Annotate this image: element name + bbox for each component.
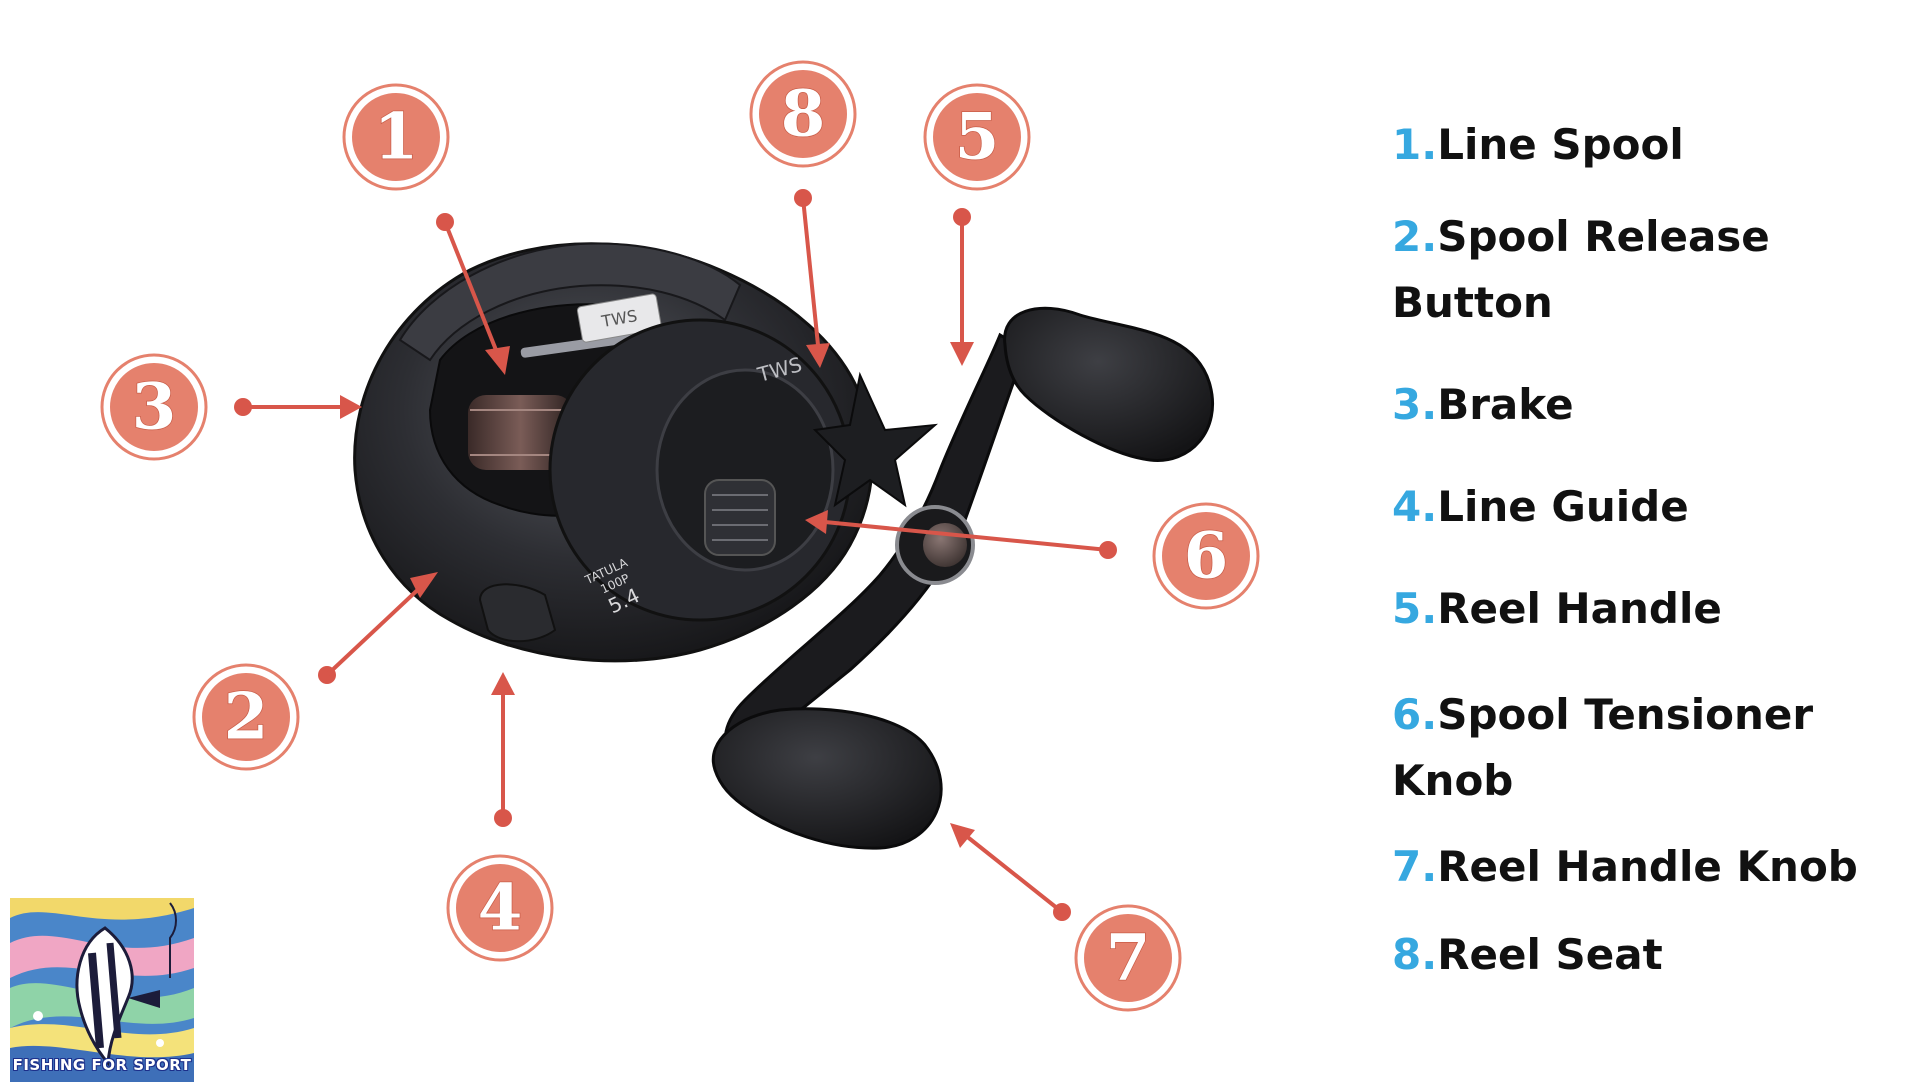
lower-handle-knob [711,707,943,850]
fishing-for-sport-logo: FISHING FOR SPORT [10,898,194,1082]
line-spool [468,395,573,470]
drag-star [812,371,939,508]
badge-number: 8 [781,77,826,152]
badge-number: 1 [374,100,419,175]
badge-number: 2 [224,680,269,755]
badge-number: 3 [132,370,177,445]
badge-1: 1 [342,83,450,191]
badge-number: 6 [1184,519,1229,594]
legend-item-reel-handle-knob: 7.Reel Handle Knob [1392,842,1858,891]
badge-number: 5 [955,100,1000,175]
legend-item-reel-seat: 8.Reel Seat [1392,930,1663,979]
number-badges: 1 2 3 4 5 6 7 [100,60,1260,1012]
reel-frame-top [398,242,742,362]
legend-item-reel-handle: 5.Reel Handle [1392,584,1722,633]
legend-number: 7 [1392,842,1422,891]
spool-release-button [478,583,557,643]
leader-8 [794,189,830,368]
legend-label: Spool Tensioner Knob [1392,690,1814,805]
legend-number: 1 [1392,120,1422,169]
legend-number: 5 [1392,584,1422,633]
legend-item-spool-release-button: 2.Spool Release Button [1392,212,1770,327]
badge-3: 3 [100,353,208,461]
upper-handle-knob [1003,306,1214,462]
legend-item-line-guide: 4.Line Guide [1392,482,1689,531]
legend-label: Reel Handle Knob [1437,842,1858,891]
legend-number: 6 [1392,690,1422,739]
logo-artwork [10,898,194,1082]
spool-tensioner-knob [704,479,776,556]
leader-7 [950,823,1071,921]
legend-number: 3 [1392,380,1422,429]
leader-6 [805,510,1117,559]
badge-6: 6 [1152,502,1260,610]
badge-5: 5 [923,83,1031,191]
logo-text: FISHING FOR SPORT [12,1056,192,1074]
leader-1 [436,213,510,375]
legend-label: Spool Release Button [1392,212,1770,327]
badge-7: 7 [1074,904,1182,1012]
legend-number: 2 [1392,212,1422,261]
legend-item-spool-tensioner-knob: 6.Spool Tensioner Knob [1392,690,1814,805]
legend-label: Reel Seat [1437,930,1663,979]
leader-4 [491,672,515,827]
baitcasting-reel-illustration: TWS TWS TATULA 100P 5.4 [353,242,1214,850]
badge-4: 4 [446,854,554,962]
badge-8: 8 [749,60,857,168]
badge-number: 4 [478,871,523,946]
legend-number: 8 [1392,930,1422,979]
legend-number: 4 [1392,482,1422,531]
legend-label: Reel Handle [1437,584,1722,633]
legend-item-brake: 3.Brake [1392,380,1574,429]
top-plate [576,293,662,343]
legend-item-line-spool: 1.Line Spool [1392,120,1684,169]
legend-label: Brake [1437,380,1574,429]
leader-2 [318,572,438,684]
badge-number: 7 [1106,921,1151,996]
legend-label: Line Spool [1437,120,1684,169]
legend-label: Line Guide [1437,482,1689,531]
leader-3 [234,395,362,419]
leader-arrows [234,189,1117,921]
leader-5 [950,208,974,366]
badge-2: 2 [192,663,300,771]
